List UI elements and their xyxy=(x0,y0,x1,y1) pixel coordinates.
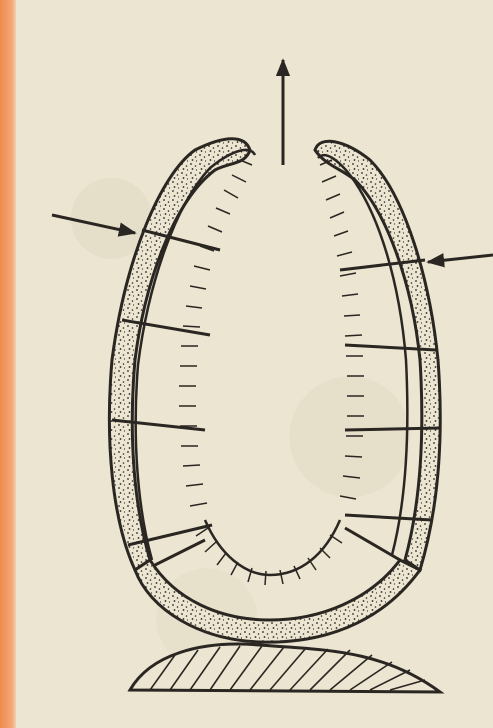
base-tissue xyxy=(130,644,440,692)
arrow-right-in xyxy=(428,255,493,262)
fundus xyxy=(135,520,420,642)
left-wall xyxy=(109,139,255,570)
arrow-left-in xyxy=(52,215,135,233)
right-cilia xyxy=(320,160,364,499)
right-wall xyxy=(315,141,440,570)
